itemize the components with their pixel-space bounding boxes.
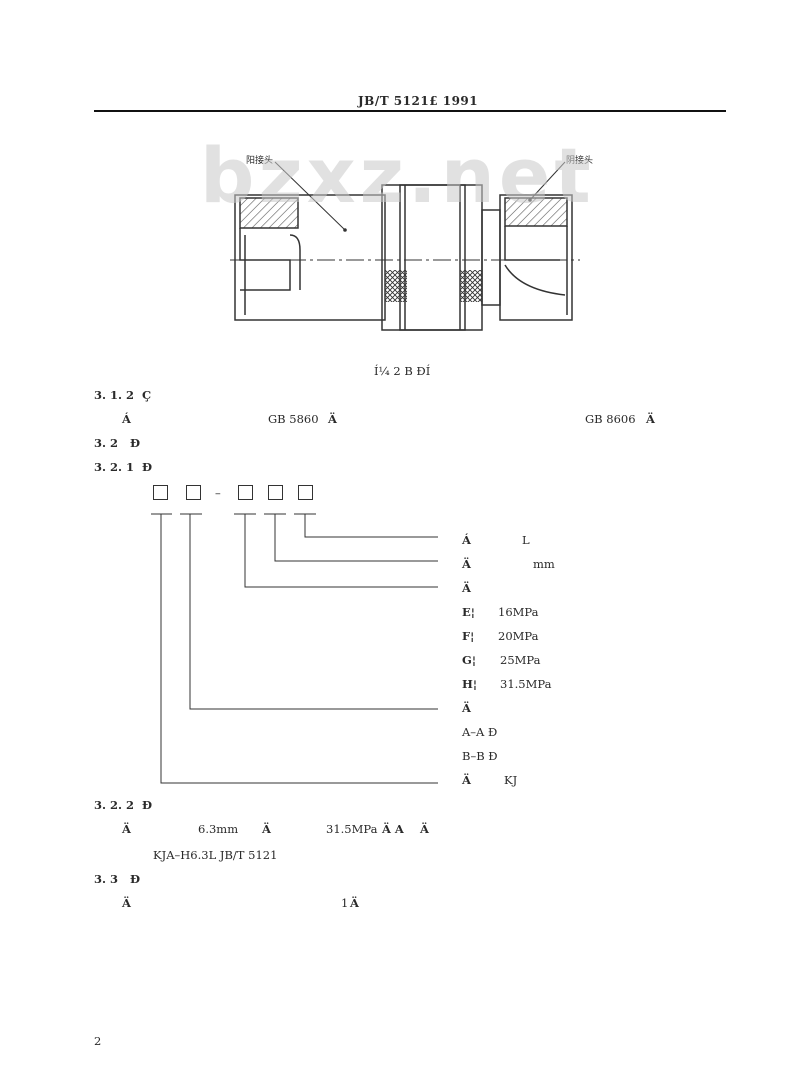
legend-text: 31.5MPa <box>500 677 552 691</box>
header-title: JB/T 5121£ 1991 <box>358 94 479 108</box>
callout-label-right: 阴接头 <box>566 156 594 166</box>
section-number: 3. 2. 2 <box>94 798 135 812</box>
diameter-value: 6.3mm <box>198 822 239 836</box>
callout-leader-right <box>529 161 566 201</box>
diameter-glyph: Ä <box>262 822 271 836</box>
line-glyph: Ä <box>122 822 131 836</box>
legend-text: B–B Ð <box>462 749 498 763</box>
legend-text: 25MPa <box>500 653 541 667</box>
section-glyph: Ð <box>142 460 153 474</box>
watermark: bzxz.net <box>200 131 595 220</box>
section-glyph: Ð <box>142 798 153 812</box>
legend-text: A–A Ð <box>462 725 498 739</box>
code-box <box>298 485 313 500</box>
section-glyph: Ð <box>130 436 141 450</box>
section-number: 3. 2. 1 <box>94 460 135 474</box>
callout-leader-left <box>274 161 346 231</box>
legend-glyph: G¦ <box>462 653 477 667</box>
standard-ref-glyph: Ä <box>328 412 337 426</box>
figure-caption: Í¼ 2 B ÐÍ <box>374 364 431 378</box>
code-dash: – <box>215 486 221 500</box>
legend-glyph: H¦ <box>462 677 478 691</box>
center-sleeve <box>381 184 483 331</box>
legend-glyph: E¦ <box>462 605 475 619</box>
legend-text: 20MPa <box>498 629 539 643</box>
legend-text: 16MPa <box>498 605 539 619</box>
page-number: 2 <box>94 1034 102 1048</box>
code-box <box>153 485 168 500</box>
callout-label-left: 阳接头 <box>246 156 274 166</box>
section-glyph: Ç <box>142 388 152 402</box>
legend-glyph: Á <box>462 533 471 547</box>
code-box <box>186 485 201 500</box>
legend-text: L <box>522 533 530 547</box>
section-number: 3. 3 <box>94 872 119 886</box>
legend-text: KJ <box>504 773 518 787</box>
table-ref: 1 <box>341 896 349 910</box>
legend-text: mm <box>533 557 555 571</box>
standard-ref: GB 5860 <box>268 412 319 426</box>
legend-glyph: Ä <box>462 557 471 571</box>
designation-example: KJA–H6.3L JB/T 5121 <box>153 848 278 862</box>
pressure-glyph: Ä A <box>382 822 404 836</box>
legend-glyph: Ä <box>462 581 471 595</box>
female-connector <box>481 194 573 321</box>
trailing-glyph: Ä <box>420 822 429 836</box>
code-box <box>268 485 283 500</box>
line-glyph: Á <box>122 412 131 426</box>
legend-glyph: Ä <box>462 773 471 787</box>
section-number: 3. 2 <box>94 436 119 450</box>
male-connector <box>234 194 386 321</box>
section-glyph: Ð <box>130 872 141 886</box>
legend-glyph: Ä <box>462 701 471 715</box>
standard-ref: GB 8606 <box>585 412 636 426</box>
line-glyph: Ä <box>122 896 131 910</box>
legend-glyph: F¦ <box>462 629 475 643</box>
section-number: 3. 1. 2 <box>94 388 135 402</box>
code-box <box>238 485 253 500</box>
pressure-value: 31.5MPa <box>326 822 378 836</box>
standard-ref-glyph: Ä <box>646 412 655 426</box>
coupling-drawing <box>230 161 580 331</box>
header-rule <box>94 110 726 112</box>
table-ref-glyph: Ä <box>350 896 359 910</box>
